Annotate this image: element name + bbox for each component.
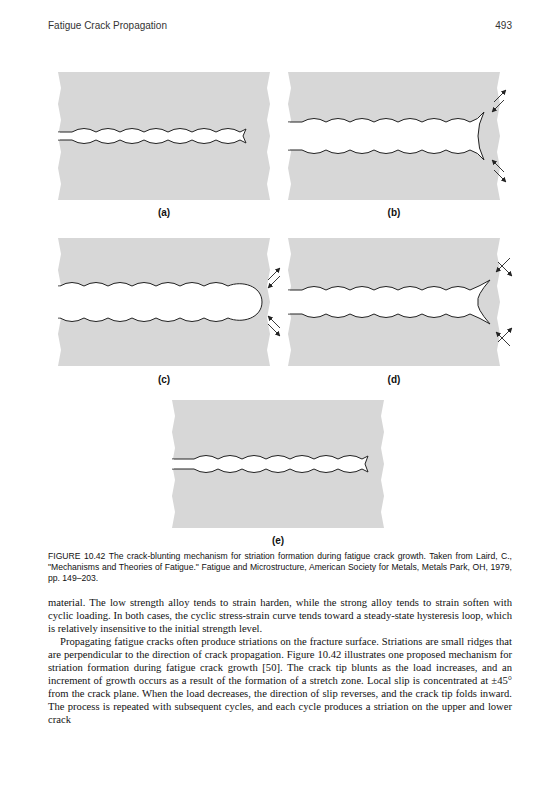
panel-label: (a) [144, 207, 184, 218]
crack-mouth [170, 460, 174, 469]
crack-mouth [286, 123, 290, 150]
crack-outline [288, 280, 490, 324]
slip-arrow [494, 170, 506, 182]
slip-arrow [492, 160, 504, 172]
slip-arrow [492, 100, 504, 112]
specimen-body [58, 238, 270, 366]
panel-label: (d) [374, 374, 414, 385]
slip-arrow [496, 332, 510, 346]
running-head: Fatigue Crack Propagation [48, 20, 298, 31]
body-paragraph: Propagating fatigue cracks often produce… [48, 635, 512, 726]
figure-caption: FIGURE 10.42 The crack-blunting mechanis… [48, 551, 512, 584]
crack-mouth [56, 133, 60, 140]
crack-outline [288, 112, 484, 160]
slip-arrow [268, 276, 280, 288]
specimen-body [288, 72, 500, 200]
slip-arrow [498, 262, 512, 276]
body-paragraph: material. The low strength alloy tends t… [48, 596, 512, 635]
page-number: 493 [460, 20, 512, 31]
crack-outline [58, 283, 262, 322]
panel-label: (b) [374, 207, 414, 218]
specimen-body [172, 400, 384, 528]
slip-arrow [494, 90, 506, 102]
panel-label: (e) [258, 535, 298, 546]
crack-mouth [286, 291, 290, 314]
slip-arrow [498, 328, 512, 342]
crack-outline [172, 456, 368, 473]
panel-label: (c) [144, 374, 184, 385]
crack-mouth [56, 287, 60, 318]
slip-arrow [268, 316, 280, 328]
specimen-body [288, 238, 500, 366]
specimen-body [58, 72, 270, 200]
crack-outline [58, 129, 246, 144]
slip-arrow [496, 258, 510, 272]
